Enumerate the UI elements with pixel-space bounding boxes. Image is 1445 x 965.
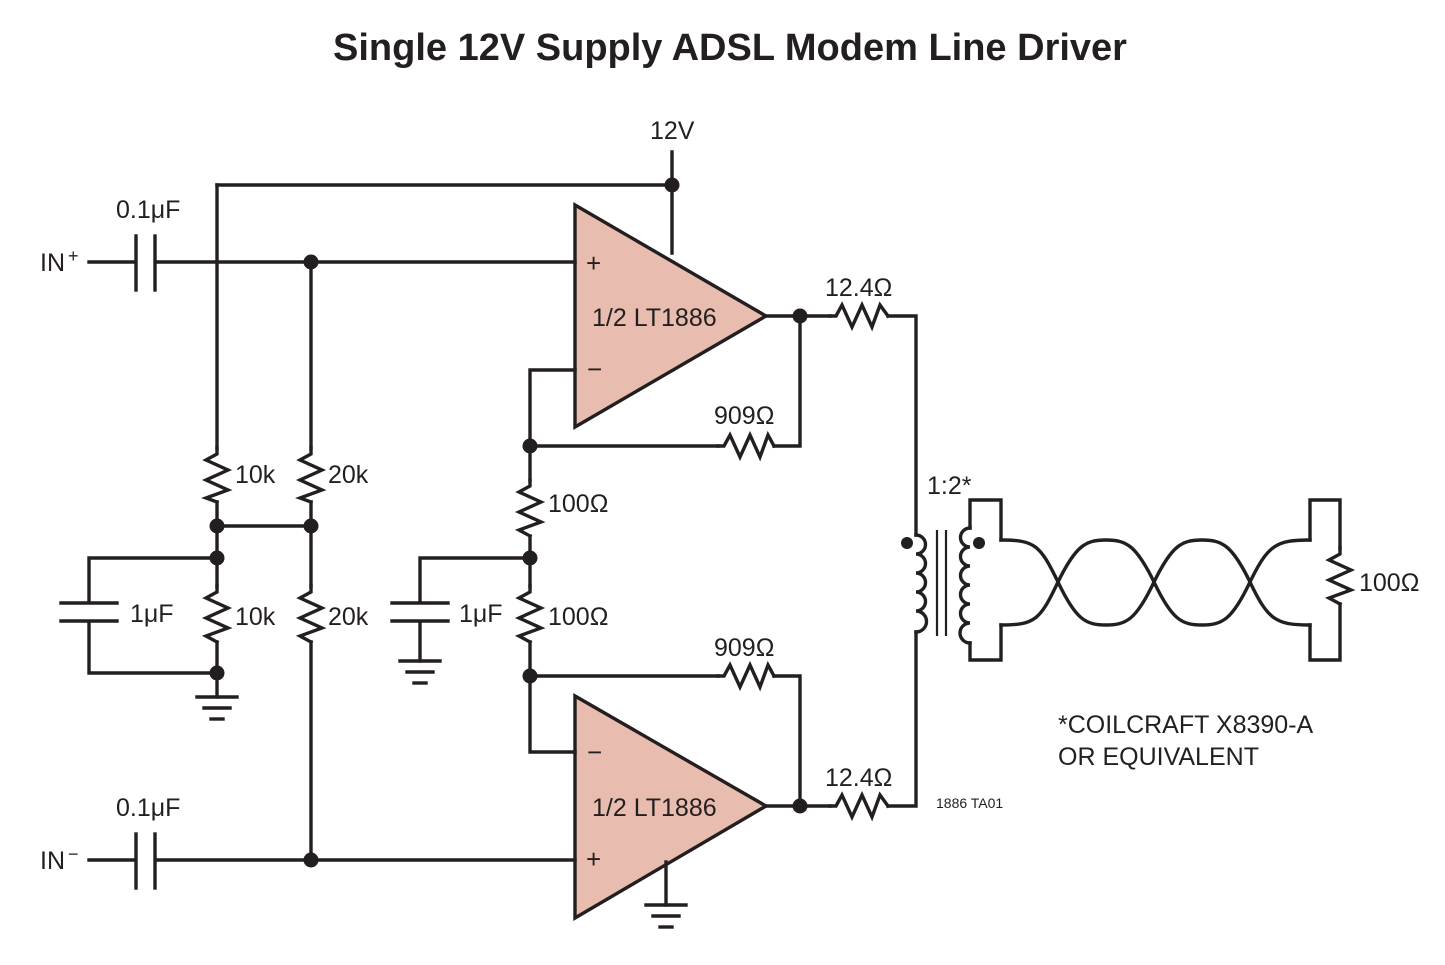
capacitor-in-minus <box>134 832 157 890</box>
bottom-series-out-wire <box>886 630 918 808</box>
cap-left-top-wire <box>87 556 219 603</box>
cap-mid-label: 1μF <box>459 600 503 628</box>
top-inv-input-wire <box>528 368 577 482</box>
r100-top-label: 100Ω <box>548 490 608 518</box>
cap-top-label: 0.1μF <box>116 196 180 224</box>
r100-bottom-label: 100Ω <box>548 603 608 631</box>
primary-winding <box>914 533 929 634</box>
secondary-winding <box>958 526 972 645</box>
resistor-12-4-top <box>828 300 891 332</box>
figure-id: 1886 TA01 <box>936 795 1003 811</box>
resistor-100-load <box>1324 546 1356 607</box>
resistor-909-bottom <box>716 660 777 692</box>
opamp-top-minus: − <box>587 354 602 384</box>
r10k-top-label: 10k <box>235 461 276 489</box>
cap-left-bottom-wire <box>87 620 219 675</box>
junction-dots <box>209 177 808 868</box>
opamp-bottom-label: 1/2 LT1886 <box>592 794 717 822</box>
transformer-ratio-label: 1:2* <box>927 472 972 500</box>
cap-bottom-label: 0.1μF <box>116 794 180 822</box>
resistor-10k-top <box>201 446 233 505</box>
resistor-20k-bottom <box>295 584 327 645</box>
r20k-top-label: 20k <box>328 461 369 489</box>
primary-polarity-dot <box>901 537 913 549</box>
opamp-bottom-minus: − <box>587 737 602 767</box>
r10k-bottom-label: 10k <box>235 603 276 631</box>
resistor-12-4-bottom <box>828 790 891 822</box>
resistor-20k-top <box>295 446 327 505</box>
secondary-bottom-lead <box>968 623 1003 662</box>
top-feedback-right-wire <box>772 314 802 448</box>
in-plus-label: IN+ <box>40 246 79 277</box>
capacitor-in-plus <box>134 234 157 292</box>
diagram-title: Single 12V Supply ADSL Modem Line Driver <box>333 27 1127 69</box>
cap-left-label: 1μF <box>130 600 174 628</box>
r909-bottom-label: 909Ω <box>714 634 774 662</box>
capacitor-1uf-left <box>59 601 119 623</box>
transformer <box>901 498 1003 662</box>
secondary-top-lead <box>968 498 1003 542</box>
opamp-top-label: 1/2 LT1886 <box>592 304 717 332</box>
twisted-pair-line <box>999 538 1312 627</box>
ground-symbol-bottom-amp <box>644 903 688 929</box>
capacitor-1uf-mid <box>390 601 450 623</box>
gain-low-wire <box>528 640 577 754</box>
load-top-lead <box>1308 498 1342 550</box>
r20k-bottom-label: 20k <box>328 603 369 631</box>
r909-top-label: 909Ω <box>714 402 774 430</box>
secondary-polarity-dot <box>973 537 985 549</box>
r12-4-top-label: 12.4Ω <box>825 274 892 302</box>
resistor-909-top <box>716 430 777 462</box>
r-load-label: 100Ω <box>1359 569 1419 597</box>
resistor-10k-bottom <box>201 584 233 645</box>
note-line-1: *COILCRAFT X8390-A <box>1058 711 1314 739</box>
note-line-2: OR EQUIVALENT <box>1058 743 1259 771</box>
ground-symbol-left <box>195 695 239 721</box>
top-series-out-wire <box>886 314 918 537</box>
opamp-top-plus: + <box>586 248 601 278</box>
opamp-bottom-plus: + <box>586 844 601 874</box>
resistor-100-top <box>514 478 546 539</box>
load-bottom-lead <box>1308 602 1342 662</box>
bottom-feedback-right-wire <box>772 674 802 808</box>
supply-label: 12V <box>650 117 695 145</box>
r12-4-bottom-label: 12.4Ω <box>825 764 892 792</box>
ground-symbol-mid <box>398 659 442 685</box>
opamp-top-body <box>573 202 770 430</box>
in-minus-label: IN− <box>40 844 79 875</box>
opamp-bottom-body <box>573 693 770 921</box>
resistor-100-bottom <box>514 584 546 645</box>
cap-mid-wire <box>418 556 532 603</box>
